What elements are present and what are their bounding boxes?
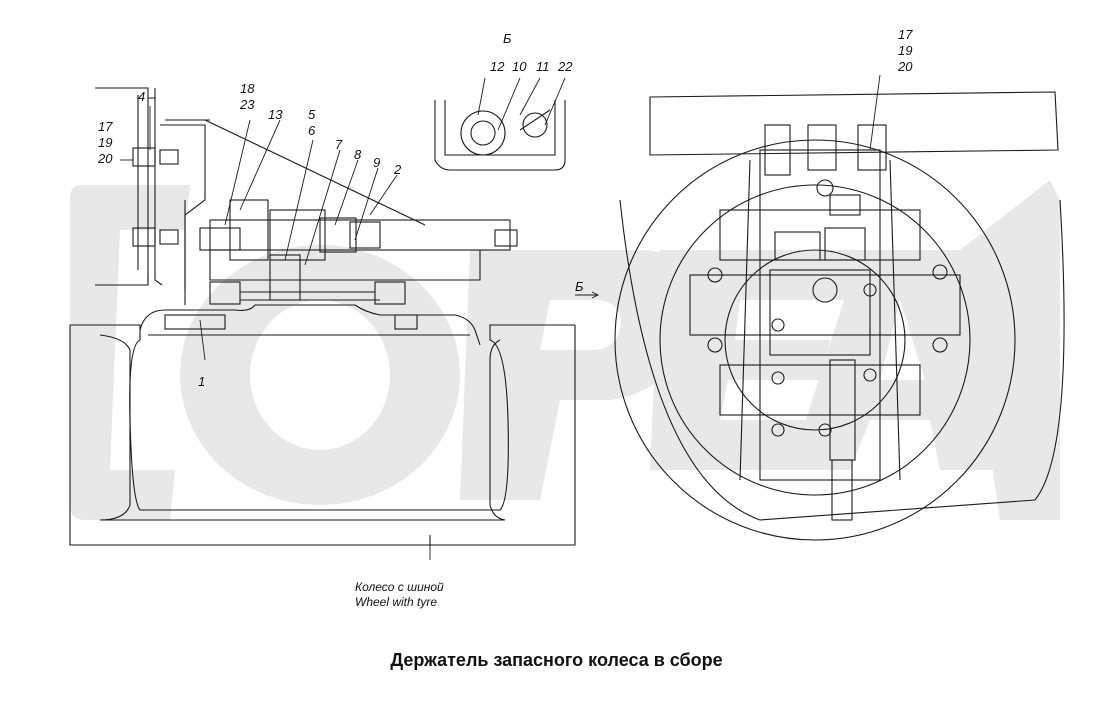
part-label-6: 6 bbox=[308, 123, 316, 138]
left-assembly bbox=[69, 87, 576, 546]
part-label-17-left: 17 bbox=[98, 119, 113, 134]
wheel-caption: Колесо с шиной Wheel with tyre bbox=[355, 580, 444, 610]
part-label-19-left: 19 bbox=[98, 135, 113, 150]
part-label-8: 8 bbox=[354, 147, 362, 162]
part-label-4: 4 bbox=[138, 89, 146, 104]
leader-lines bbox=[120, 74, 881, 560]
part-label-2: 2 bbox=[394, 162, 402, 177]
part-label-10: 10 bbox=[512, 59, 527, 74]
view-b-inset bbox=[434, 100, 566, 171]
wheel-caption-ru: Колесо с шиной bbox=[355, 580, 444, 594]
right-assembly bbox=[614, 91, 1065, 541]
part-label-13: 13 bbox=[268, 107, 283, 122]
part-label-1: 1 bbox=[198, 374, 206, 389]
diagram-title: Держатель запасного колеса в сборе bbox=[390, 650, 723, 670]
view-b-label: Б bbox=[503, 31, 512, 46]
part-label-20-right: 20 bbox=[898, 59, 913, 74]
part-label-11: 11 bbox=[536, 59, 550, 74]
part-label-18: 18 bbox=[240, 81, 255, 96]
part-label-23: 23 bbox=[240, 97, 255, 112]
part-label-17-right: 17 bbox=[898, 27, 913, 42]
watermark bbox=[70, 180, 1060, 520]
part-label-22: 22 bbox=[558, 59, 573, 74]
wheel-caption-en: Wheel with tyre bbox=[355, 595, 438, 609]
part-label-9: 9 bbox=[373, 155, 381, 170]
part-label-20-left: 20 bbox=[98, 151, 113, 166]
part-label-7: 7 bbox=[335, 137, 343, 152]
part-label-5: 5 bbox=[308, 107, 316, 122]
view-b-arrow-label: Б bbox=[575, 279, 584, 294]
part-label-19-right: 19 bbox=[898, 43, 913, 58]
part-label-12: 12 bbox=[490, 59, 505, 74]
